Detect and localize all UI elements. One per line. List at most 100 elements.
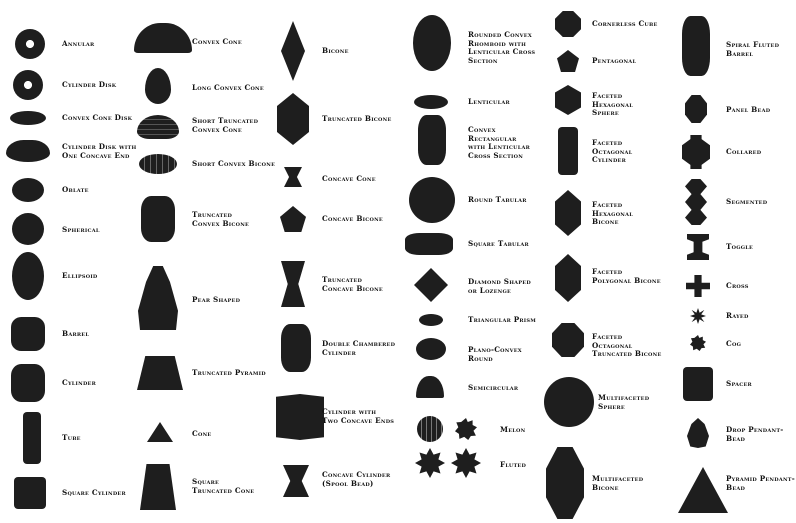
- multifaceted-sphere-label: Multifaceted Sphere: [598, 394, 649, 411]
- toggle-bead-image: [687, 234, 709, 260]
- convex-rectangular-lenticular-label: Convex Rectangular with Lenticular Cross…: [468, 126, 530, 160]
- rayed-bead-image: [690, 308, 706, 324]
- barrel-label: Barrel: [62, 330, 89, 339]
- plano-convex-round-bead-image: [416, 338, 446, 360]
- faceted-hexagonal-sphere-bead-image: [555, 85, 581, 115]
- pentagonal-label: Pentagonal: [592, 57, 636, 66]
- pyramid-pendant-bead-label: Pyramid Pendant- Bead: [726, 475, 795, 492]
- oblate-label: Oblate: [62, 186, 89, 195]
- square-truncated-cone-label: Square Truncated Cone: [192, 478, 254, 495]
- cross-bead-image: [686, 275, 710, 297]
- round-tabular-label: Round Tabular: [468, 196, 527, 205]
- faceted-hexagonal-sphere-label: Faceted Hexagonal Sphere: [592, 92, 633, 118]
- fluted-bead-image-2: [451, 448, 481, 478]
- pyramid-pendant-bead-bead-image: [678, 467, 728, 513]
- double-chambered-cylinder-label: Double Chambered Cylinder: [322, 340, 395, 357]
- multifaceted-sphere-bead-image: [544, 377, 594, 427]
- concave-bicone-bead-image: [280, 206, 306, 232]
- faceted-octagonal-cylinder-bead-image: [558, 127, 578, 175]
- faceted-polygonal-bicone-bead-image: [555, 254, 581, 302]
- collared-bead-image: [682, 135, 710, 169]
- segmented-label: Segmented: [726, 198, 767, 207]
- pentagonal-bead-image: [557, 50, 579, 72]
- cone-label: Cone: [192, 430, 211, 439]
- diamond-shaped-lozenge-bead-image: [414, 268, 448, 302]
- cog-bead-image: [690, 335, 706, 351]
- cylinder-disk-bead-image: [13, 70, 43, 100]
- cornerless-cube-bead-image: [555, 11, 581, 37]
- faceted-hexagonal-bicone-label: Faceted Hexagonal Bicone: [592, 201, 633, 227]
- square-tabular-bead-image: [405, 233, 453, 255]
- cog-label: Cog: [726, 340, 741, 349]
- cylinder-two-concave-ends-label: Cylinder with Two Concave Ends: [322, 408, 394, 425]
- square-truncated-cone-bead-image: [140, 464, 176, 510]
- lenticular-bead-image: [414, 95, 448, 109]
- truncated-bicone-label: Truncated Bicone: [322, 115, 392, 124]
- panel-bead-bead-image: [685, 95, 707, 123]
- melon-bead-image-2: [455, 418, 477, 440]
- cylinder-disk-concave-bead-image: [6, 140, 50, 162]
- spiral-fluted-barrel-label: Spiral Fluted Barrel: [726, 41, 779, 58]
- truncated-convex-bicone-label: Truncated Convex Bicone: [192, 211, 249, 228]
- drop-pendant-bead-bead-image: [687, 418, 709, 448]
- melon-bead-image: [417, 416, 443, 442]
- cylinder-disk-label: Cylinder Disk: [62, 81, 116, 90]
- triangular-prism-label: Triangular Prism: [468, 316, 536, 325]
- faceted-octagonal-truncated-bicone-bead-image: [552, 323, 584, 357]
- cylinder-label: Cylinder: [62, 379, 96, 388]
- round-tabular-bead-image: [409, 177, 455, 223]
- multifaceted-bicone-bead-image: [546, 447, 584, 519]
- faceted-hexagonal-bicone-bead-image: [555, 190, 581, 236]
- short-truncated-convex-cone-label: Short Truncated Convex Cone: [192, 117, 258, 134]
- rounded-convex-rhomboid-label: Rounded Convex Rhomboid with Lenticular …: [468, 31, 535, 65]
- faceted-polygonal-bicone-label: Faceted Polygonal Bicone: [592, 268, 661, 285]
- spherical-bead-image: [12, 213, 44, 245]
- truncated-pyramid-bead-image: [137, 356, 183, 390]
- drop-pendant-bead-label: Drop Pendant- Bead: [726, 426, 784, 443]
- concave-cone-bead-image: [284, 167, 302, 187]
- long-convex-cone-bead-image: [145, 68, 171, 104]
- cylinder-disk-concave-label: Cylinder Disk with One Concave End: [62, 143, 136, 160]
- short-truncated-convex-cone-bead-image: [137, 115, 179, 139]
- ellipsoid-label: Ellipsoid: [62, 272, 98, 281]
- cylinder-bead-image: [11, 364, 45, 402]
- fluted-bead-image: [415, 448, 445, 478]
- spacer-label: Spacer: [726, 380, 752, 389]
- lenticular-label: Lenticular: [468, 98, 510, 107]
- square-tabular-label: Square Tabular: [468, 240, 529, 249]
- diamond-shaped-lozenge-label: Diamond Shaped or Lozenge: [468, 278, 531, 295]
- semicircular-label: Semicircular: [468, 384, 518, 393]
- truncated-concave-bicone-bead-image: [281, 261, 305, 307]
- convex-cone-disk-label: Convex Cone Disk: [62, 114, 132, 123]
- spherical-label: Spherical: [62, 226, 100, 235]
- concave-cone-label: Concave Cone: [322, 175, 376, 184]
- cornerless-cube-label: Cornerless Cube: [592, 20, 658, 29]
- multifaceted-bicone-label: Multifaceted Bicone: [592, 475, 643, 492]
- pear-shaped-label: Pear Shaped: [192, 296, 240, 305]
- convex-rectangular-lenticular-bead-image: [418, 115, 446, 165]
- pear-shaped-bead-image: [138, 266, 178, 330]
- short-convex-bicone-bead-image: [139, 154, 177, 174]
- oblate-bead-image: [12, 178, 44, 202]
- double-chambered-cylinder-bead-image: [281, 324, 311, 372]
- truncated-bicone-bead-image: [277, 93, 309, 145]
- toggle-label: Toggle: [726, 243, 753, 252]
- cone-bead-image: [147, 422, 173, 442]
- panel-bead-label: Panel Bead: [726, 106, 770, 115]
- square-cylinder-label: Square Cylinder: [62, 489, 126, 498]
- segmented-bead-image: [685, 179, 707, 225]
- concave-bicone-label: Concave Bicone: [322, 215, 383, 224]
- faceted-octagonal-truncated-bicone-label: Faceted Octagonal Truncated Bicone: [592, 333, 662, 359]
- annular-label: Annular: [62, 40, 94, 49]
- convex-cone-bead-image: [134, 23, 192, 53]
- truncated-pyramid-label: Truncated Pyramid: [192, 369, 266, 378]
- bicone-label: Bicone: [322, 47, 349, 56]
- annular-bead-image: [15, 29, 45, 59]
- convex-cone-label: Convex Cone: [192, 38, 242, 47]
- rounded-convex-rhomboid-bead-image: [413, 15, 451, 71]
- cross-label: Cross: [726, 282, 749, 291]
- fluted-label: Fluted: [500, 461, 526, 470]
- barrel-bead-image: [11, 317, 45, 351]
- square-cylinder-bead-image: [14, 477, 46, 509]
- tube-bead-image: [23, 412, 41, 464]
